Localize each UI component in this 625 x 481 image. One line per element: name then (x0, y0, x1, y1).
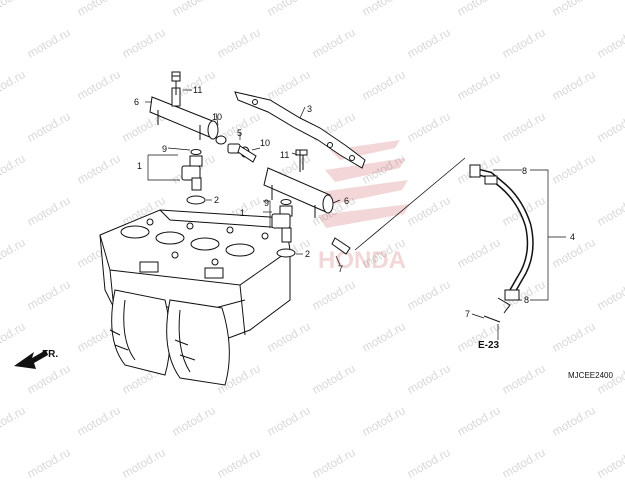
throttle-body-assembly (99, 209, 291, 386)
fuel-rail-upper (149, 71, 219, 140)
fuel-rail-lower (263, 149, 334, 218)
label-8-lower: 8 (524, 295, 529, 305)
diagram-drawing: HONDA (14, 71, 613, 386)
bolts (171, 75, 308, 170)
label-9-upper: 9 (162, 144, 167, 154)
honda-wing-watermark: HONDA (318, 140, 410, 274)
label-11-lower: 11 (280, 150, 289, 160)
front-label: FR. (42, 349, 58, 360)
diagram-code: MJCEE2400 (568, 371, 613, 380)
label-1-upper: 1 (137, 161, 142, 171)
section-reference: E-23 (478, 340, 500, 351)
fuel-joint (215, 135, 257, 163)
label-2-lower: 2 (305, 249, 310, 259)
injector-lower (271, 199, 351, 258)
label-10-upper: 10 (212, 112, 222, 122)
label-2-upper: 2 (214, 195, 219, 205)
connection-leader (354, 157, 466, 251)
label-9-lower: 9 (264, 198, 269, 208)
fuel-hose (469, 164, 534, 323)
injector-upper (181, 149, 206, 205)
label-5: 5 (237, 128, 242, 138)
label-7-hose: 7 (465, 309, 470, 319)
leader-lines (145, 89, 566, 340)
label-1-lower: 1 (240, 208, 245, 218)
label-7-lower: 7 (338, 264, 343, 274)
front-direction-arrow: FR. (14, 349, 58, 369)
label-6-upper: 6 (134, 97, 139, 107)
part-labels: 11 6 3 10 5 9 1 2 10 11 6 9 1 2 7 8 4 8 … (134, 85, 575, 319)
label-8-upper: 8 (522, 166, 527, 176)
label-6-lower: 6 (344, 196, 349, 206)
label-11-upper: 11 (193, 85, 202, 95)
label-10-lower: 10 (260, 138, 270, 148)
label-4: 4 (570, 232, 575, 242)
label-3: 3 (307, 104, 312, 114)
honda-text-watermark: HONDA (318, 247, 406, 274)
